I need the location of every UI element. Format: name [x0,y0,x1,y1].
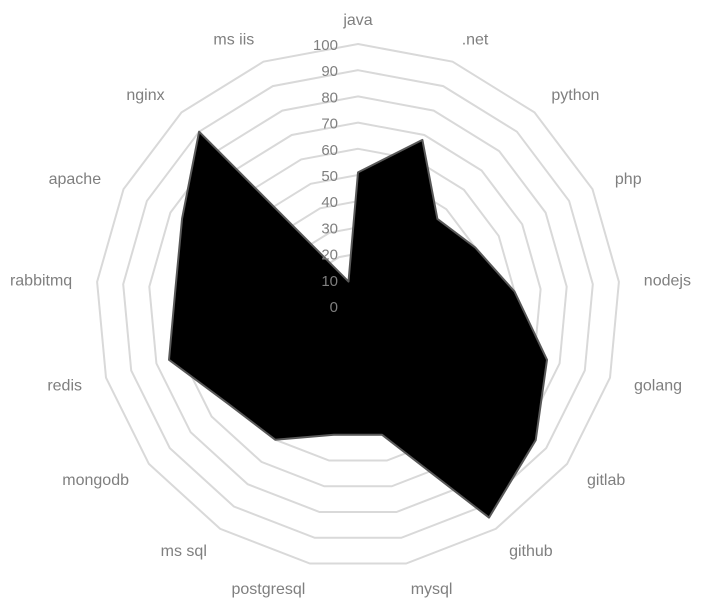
tick-label-80: 80 [321,89,338,106]
category-label-11: mongodb [62,472,129,489]
tick-label-50: 50 [321,168,338,185]
category-label-7: github [509,543,553,560]
category-label-4: nodejs [644,273,691,290]
tick-label-10: 10 [321,273,338,290]
category-label-1: .net [462,31,489,48]
category-label-3: php [615,171,642,188]
tick-label-60: 60 [321,142,338,159]
grid-ring-100 [96,42,620,565]
category-label-16: ms iis [213,31,254,48]
category-labels: java .net python php nodejs golang gitlab githu… [10,12,691,598]
tick-label-90: 90 [321,63,338,80]
category-label-12: redis [47,378,82,395]
category-label-2: python [551,87,599,104]
tick-label-100: 100 [313,37,338,54]
radial-axis-ticks: 0 10 20 30 40 50 60 70 80 90 100 [313,37,338,316]
category-label-9: postgresql [231,581,305,598]
series-area-0 [168,130,548,519]
tick-label-20: 20 [321,247,338,264]
grid-ring-80 [148,95,568,513]
tick-label-70: 70 [321,116,338,133]
series-layer [168,130,548,519]
category-label-6: gitlab [587,472,625,489]
category-label-0: java [342,12,372,29]
category-label-14: apache [49,171,102,188]
category-label-8: mysql [411,581,453,598]
tick-label-40: 40 [321,194,338,211]
category-label-10: ms sql [161,543,207,560]
category-label-5: golang [634,378,682,395]
tick-label-30: 30 [321,220,338,237]
tick-label-0: 0 [330,299,338,316]
category-label-15: nginx [126,87,164,104]
category-label-13: rabbitmq [10,273,72,290]
grid-ring-90 [122,69,594,539]
